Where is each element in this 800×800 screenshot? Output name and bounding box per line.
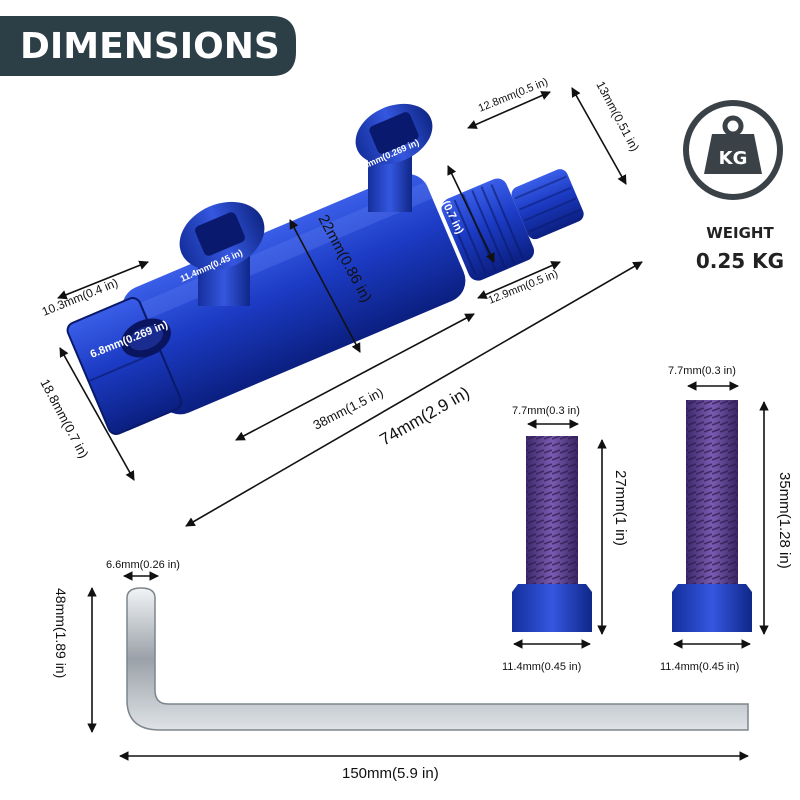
dimline-knurl-length (477, 261, 561, 299)
title-banner: DIMENSIONS (0, 16, 296, 76)
right-knurl (441, 169, 584, 281)
label-short-length: 27mm(1 in) (612, 470, 629, 546)
weight-label: WEIGHT (706, 224, 774, 242)
label-short-head: 11.4mm(0.45 in) (502, 661, 581, 673)
long-bolt (672, 400, 752, 632)
dimline-shaft-length (467, 91, 551, 129)
hex-wrench (126, 587, 749, 731)
label-wrench-short: 48mm(1.89 in) (53, 588, 69, 678)
dimline-body-diameter (289, 219, 361, 353)
label-knurl-length: 12.9mm(0.5 in) (487, 268, 560, 307)
dimension-lines (57, 87, 769, 761)
dimline-left-end (57, 260, 149, 300)
weight-badge: KG WEIGHT 0.25 KG (683, 100, 784, 273)
weight-value: 0.25 KG (696, 249, 784, 273)
label-short-thread: 7.7mm(0.3 in) (512, 405, 580, 417)
label-long-head: 11.4mm(0.45 in) (660, 661, 739, 673)
label-long-thread: 7.7mm(0.3 in) (668, 365, 736, 377)
label-body-mid: 38mm(1.5 in) (311, 385, 386, 433)
dimline-knurl-height (447, 165, 495, 263)
kg-weight-icon: KG (704, 115, 762, 174)
dimline-body-mid (235, 313, 475, 441)
dimline-shaft-diameter (571, 87, 627, 185)
dimline-left-hex (59, 347, 135, 481)
label-shaft-diameter: 13mm(0.51 in) (593, 79, 642, 154)
weight-badge-ring (683, 100, 783, 200)
kg-icon-text: KG (719, 148, 748, 169)
label-wrench-long: 150mm(5.9 in) (342, 765, 439, 782)
label-wrench-thickness: 6.6mm(0.26 in) (106, 559, 180, 571)
short-bolt (512, 436, 592, 632)
label-body-length: 74mm(2.9 in) (377, 383, 473, 450)
label-long-length: 35mm(1.28 in) (776, 472, 793, 569)
top-bolt (355, 103, 433, 212)
banner-title: DIMENSIONS (20, 26, 280, 67)
